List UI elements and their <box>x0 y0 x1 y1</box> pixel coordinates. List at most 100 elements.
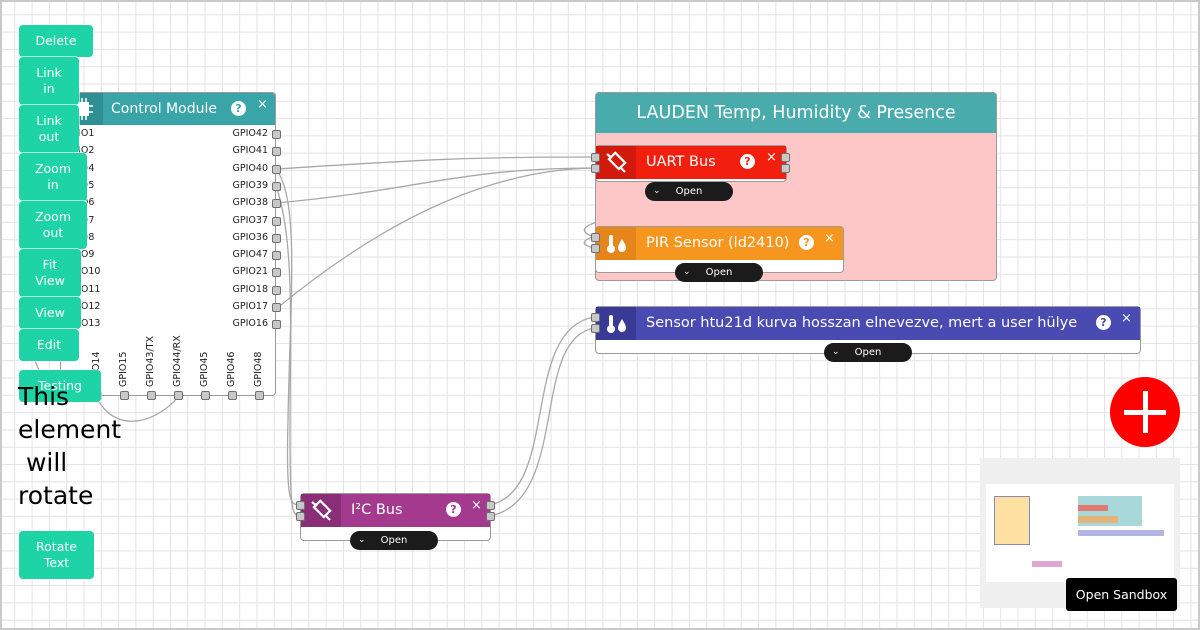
htu-sensor-title: Sensor htu21d kurva hosszan elnevezve, m… <box>646 315 1078 331</box>
gpio-pin[interactable] <box>272 268 281 278</box>
edit-button[interactable]: Edit <box>19 329 79 361</box>
open-sandbox-button[interactable]: Open Sandbox <box>1066 578 1177 611</box>
link-in-button[interactable]: Link in <box>19 57 79 105</box>
pin-label: GPIO16 <box>232 318 268 330</box>
i2c-bus-header[interactable]: I²C Bus ? × <box>301 494 490 527</box>
help-icon[interactable]: ? <box>231 101 246 116</box>
pin-label: GPIO2 <box>65 145 95 157</box>
pin-label: GPIO1 <box>65 128 95 139</box>
gpio-pin[interactable] <box>272 147 281 157</box>
open-label: Open <box>380 535 408 546</box>
i2c-open-button[interactable]: ⌄ Open <box>350 531 438 550</box>
gpio-pin[interactable] <box>272 251 281 261</box>
pin-label: GPIO40 <box>232 162 268 174</box>
wire-gpio40-uart <box>275 156 595 170</box>
pin-label: GPIO43/TX <box>145 336 156 387</box>
thermometer-icon <box>596 307 636 340</box>
close-icon[interactable]: × <box>257 97 268 112</box>
zoom-in-button[interactable]: Zoom in <box>19 153 87 201</box>
rotate-text-button[interactable]: Rotate Text <box>19 531 94 579</box>
htu-sensor-header[interactable]: Sensor htu21d kurva hosszan elnevezve, m… <box>596 307 1140 340</box>
node-port[interactable] <box>296 512 305 521</box>
group-title[interactable]: LAUDEN Temp, Humidity & Presence <box>596 93 996 133</box>
close-icon[interactable]: × <box>471 498 482 513</box>
i2c-bus-title: I²C Bus <box>351 502 403 518</box>
htu-open-button[interactable]: ⌄ Open <box>824 343 912 362</box>
minimap-viewport <box>986 484 1174 582</box>
gpio-pin[interactable] <box>255 391 264 400</box>
uart-bus-header[interactable]: UART Bus ? × <box>596 146 786 179</box>
gpio-pin[interactable] <box>272 164 281 174</box>
gpio-pin[interactable] <box>228 391 237 400</box>
pin-label: GPIO17 <box>232 301 268 312</box>
close-icon[interactable]: × <box>766 150 777 165</box>
gpio-pin[interactable] <box>201 391 210 400</box>
add-node-button[interactable] <box>1110 377 1180 447</box>
pin-label: GPIO36 <box>232 231 268 243</box>
wire-gpio40-i2c <box>275 168 300 506</box>
gpio-pin[interactable] <box>174 391 183 400</box>
pir-sensor-header[interactable]: PIR Sensor (ld2410) ? × <box>596 227 843 260</box>
node-port[interactable] <box>781 153 790 162</box>
node-port[interactable] <box>486 501 495 510</box>
pir-sensor-node[interactable]: PIR Sensor (ld2410) ? × <box>595 226 844 273</box>
thermometer-icon <box>596 227 636 260</box>
gpio-pin[interactable] <box>272 285 281 295</box>
help-icon[interactable]: ? <box>799 235 814 250</box>
gpio-pin[interactable] <box>272 130 281 139</box>
help-icon[interactable]: ? <box>446 502 461 517</box>
node-port[interactable] <box>591 233 600 242</box>
pin-label: GPIO38 <box>232 197 268 209</box>
control-module-node[interactable]: Control Module ? × GPIO1GPIO2GPIO4GPIO5G… <box>60 92 281 400</box>
chevron-down-icon: ⌄ <box>358 535 366 545</box>
rotate-demo-text: This element will rotate <box>18 382 122 510</box>
testing-button[interactable]: Testing <box>19 370 101 402</box>
pin-label: GPIO10 <box>65 266 101 278</box>
gpio-pin[interactable] <box>272 320 281 330</box>
close-icon[interactable]: × <box>1121 311 1132 326</box>
open-label: Open <box>705 267 733 278</box>
node-port[interactable] <box>591 324 600 333</box>
node-port[interactable] <box>591 244 600 253</box>
control-module-header[interactable]: Control Module ? × <box>61 93 275 125</box>
pin-label: GPIO37 <box>232 214 268 226</box>
uart-bus-node[interactable]: UART Bus ? × <box>595 145 787 182</box>
fit-view-button[interactable]: Fit View <box>19 249 81 297</box>
link-out-button[interactable]: Link out <box>19 105 79 153</box>
uart-open-button[interactable]: ⌄ Open <box>645 182 733 201</box>
node-port[interactable] <box>591 164 600 173</box>
wire-gpio38-uart <box>275 167 595 204</box>
zoom-out-button[interactable]: Zoom out <box>19 201 87 249</box>
minimap-htu <box>1078 530 1164 536</box>
gpio-pin[interactable] <box>272 233 281 243</box>
delete-button[interactable]: Delete <box>19 25 93 57</box>
pir-open-button[interactable]: ⌄ Open <box>675 263 763 282</box>
uart-bus-title: UART Bus <box>646 154 716 170</box>
wire-gpio39-i2c <box>275 185 300 517</box>
chevron-down-icon: ⌄ <box>832 347 840 357</box>
node-port[interactable] <box>591 153 600 162</box>
gpio-pin[interactable] <box>120 391 129 400</box>
gpio-pin[interactable] <box>147 391 156 400</box>
gpio-pin[interactable] <box>272 199 281 209</box>
view-button[interactable]: View <box>19 297 81 329</box>
node-port[interactable] <box>781 164 790 173</box>
chevron-down-icon: ⌄ <box>653 186 661 196</box>
close-icon[interactable]: × <box>824 231 835 246</box>
pin-label: GPIO46 <box>226 351 237 387</box>
pin-label: GPIO39 <box>232 179 268 191</box>
wire-i2c-htu-b <box>489 327 595 517</box>
pin-label: GPIO45 <box>199 351 210 387</box>
node-port[interactable] <box>591 313 600 322</box>
wire-gpio17-uart <box>275 167 595 310</box>
minimap-control-module <box>994 496 1030 545</box>
node-port[interactable] <box>486 512 495 521</box>
gpio-pin[interactable] <box>272 216 281 226</box>
help-icon[interactable]: ? <box>740 154 755 169</box>
node-port[interactable] <box>296 501 305 510</box>
gpio-pin[interactable] <box>272 181 281 191</box>
wire-gpio14-gpio44 <box>95 394 181 422</box>
gpio-pin[interactable] <box>272 303 281 312</box>
open-label: Open <box>675 186 703 197</box>
help-icon[interactable]: ? <box>1096 315 1111 330</box>
